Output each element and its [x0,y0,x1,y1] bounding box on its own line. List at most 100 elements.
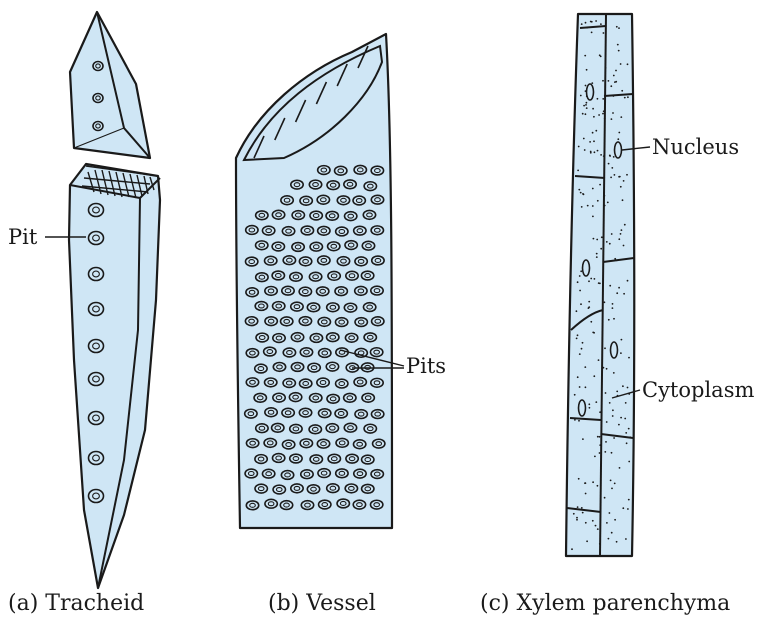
vessel-pit [327,181,339,190]
cytoplasm-granule [626,174,628,176]
tracheid-pit [89,412,104,425]
cytoplasm-granule [610,480,612,482]
tracheid-pit-label: Pit [8,225,38,249]
vessel-pit [363,303,375,312]
cytoplasm-granule [623,245,625,247]
vessel-pit [318,469,330,478]
cytoplasm-granule [582,342,584,344]
cytoplasm-granule [604,118,606,120]
cytoplasm-granule [609,402,611,404]
cytoplasm-granule [583,138,585,140]
cytoplasm-granule [604,195,606,197]
vessel-pit [273,393,285,402]
vessel-pit [353,440,365,449]
vessel-pit [337,257,349,266]
cytoplasm-granule [619,176,621,178]
cytoplasm-granule [571,548,573,550]
vessel-pit [371,195,383,204]
vessel-pit [361,271,373,280]
cytoplasm-granule [613,437,615,439]
cytoplasm-granule [607,202,609,204]
vessel-pit [282,440,294,449]
cytoplasm-granule [585,522,587,524]
vessel-pit [256,211,268,220]
cytoplasm-granule [585,104,587,106]
cytoplasm-granule [617,138,619,140]
cytoplasm-granule [585,482,587,484]
cytoplasm-granule [605,67,607,69]
cytoplasm-granule [577,170,579,172]
cytoplasm-granule [628,357,630,359]
vessel-pit [283,256,295,265]
cytoplasm-granule [591,32,593,34]
vessel-pit [317,195,329,204]
vessel-pits-label: Pits [406,354,446,378]
cytoplasm-granule [581,507,583,509]
cytoplasm-granule [588,306,590,308]
vessel-pit [309,425,321,434]
cytoplasm-granule [626,442,628,444]
cytoplasm-granule [606,241,608,243]
vessel-pit [291,180,303,189]
cytoplasm-granule [613,318,615,320]
vessel-pit [355,410,367,419]
cytoplasm-granule [593,238,595,240]
vessel-pit [316,287,328,296]
cytoplasm-granule [618,287,620,289]
vessel-pit [354,469,366,478]
vessel-pit [246,349,258,358]
cytoplasm-granule [593,375,595,377]
cytoplasm-granule [610,177,612,179]
cytoplasm-granule [608,319,610,321]
vessel-pit [318,226,330,235]
cytoplasm-granule [576,519,578,521]
vessel-pit [299,257,311,266]
tracheid-pit [89,204,104,217]
cytoplasm-granule [625,538,627,540]
vessel-pit [256,273,268,282]
vessel-pit [335,287,347,296]
vessel-pit [272,454,284,463]
vessel-pit [355,318,367,327]
vessel-pit [344,423,356,432]
parenchyma-nucleus-label: Nucleus [652,135,739,159]
cytoplasm-granule [581,206,583,208]
vessel-pit [371,286,383,295]
cytoplasm-granule [588,403,590,405]
cytoplasm-granule [623,293,625,295]
cytoplasm-granule [576,310,578,312]
cytoplasm-granule [586,540,588,542]
cytoplasm-granule [593,140,595,142]
vessel-pit [362,455,374,464]
cytoplasm-granule [628,461,630,463]
vessel-pit [264,347,276,356]
vessel-pit [300,439,312,448]
vessel-pit [299,317,311,326]
cytoplasm-granule [582,438,584,440]
vessel-pit [370,500,382,509]
cytoplasm-granule [620,233,622,235]
cytoplasm-granule [590,321,592,323]
tracheid-pit [89,268,104,281]
cytoplasm-granule [594,456,596,458]
cytoplasm-granule [595,525,597,527]
cytoplasm-granule [612,112,614,114]
vessel-pit [282,227,294,236]
cytoplasm-granule [586,27,588,29]
cytoplasm-granule [611,532,613,534]
vessel-pit [372,256,384,265]
cytoplasm-granule [620,116,622,118]
vessel-pit [262,469,274,478]
vessel-pit [317,378,329,387]
vessel-pit [371,226,383,235]
cytoplasm-granule [580,270,582,272]
cytoplasm-granule [582,113,584,115]
vessel-pit [245,409,257,418]
vessel-pit [299,408,311,417]
vessel-pit [344,180,356,189]
vessel-pit [301,501,313,510]
cytoplasm-granule [605,392,607,394]
vessel-pit [272,210,284,219]
vessel-pit [246,378,258,387]
